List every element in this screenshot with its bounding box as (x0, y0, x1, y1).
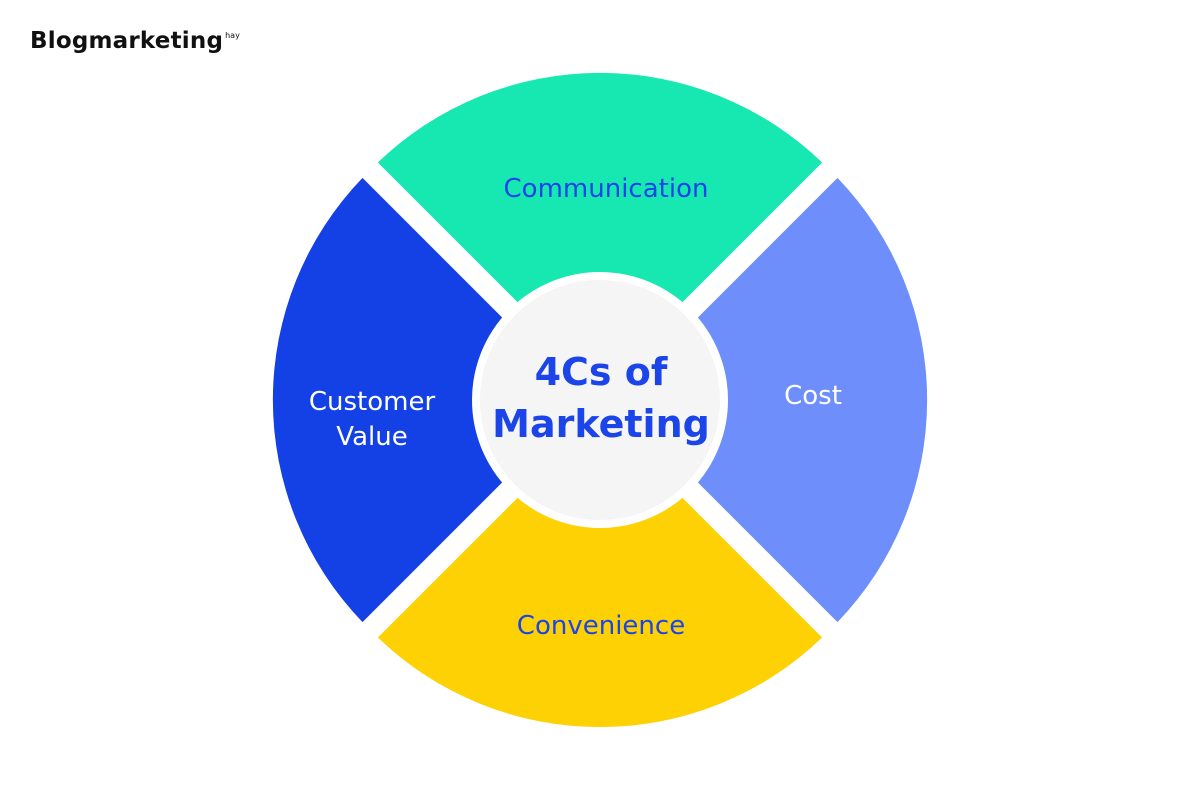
segment-cost (690, 177, 928, 623)
label-convenience: Convenience (517, 611, 685, 641)
brand-name: Blogmarketing (30, 28, 224, 54)
segment-communication (377, 72, 823, 310)
label-customer-value-line2: Value (336, 422, 407, 452)
center-title-line1: 4Cs of (535, 350, 668, 394)
brand-logo: Blogmarketing hay (30, 30, 240, 53)
center-title-line2: Marketing (492, 402, 710, 446)
segment-convenience (377, 490, 823, 728)
center-circle (472, 272, 728, 528)
label-communication: Communication (504, 174, 709, 204)
segment-customer-value (272, 177, 510, 623)
brand-suffix: hay (225, 31, 240, 40)
label-customer-value-line1: Customer (309, 387, 436, 417)
label-cost: Cost (784, 381, 842, 411)
